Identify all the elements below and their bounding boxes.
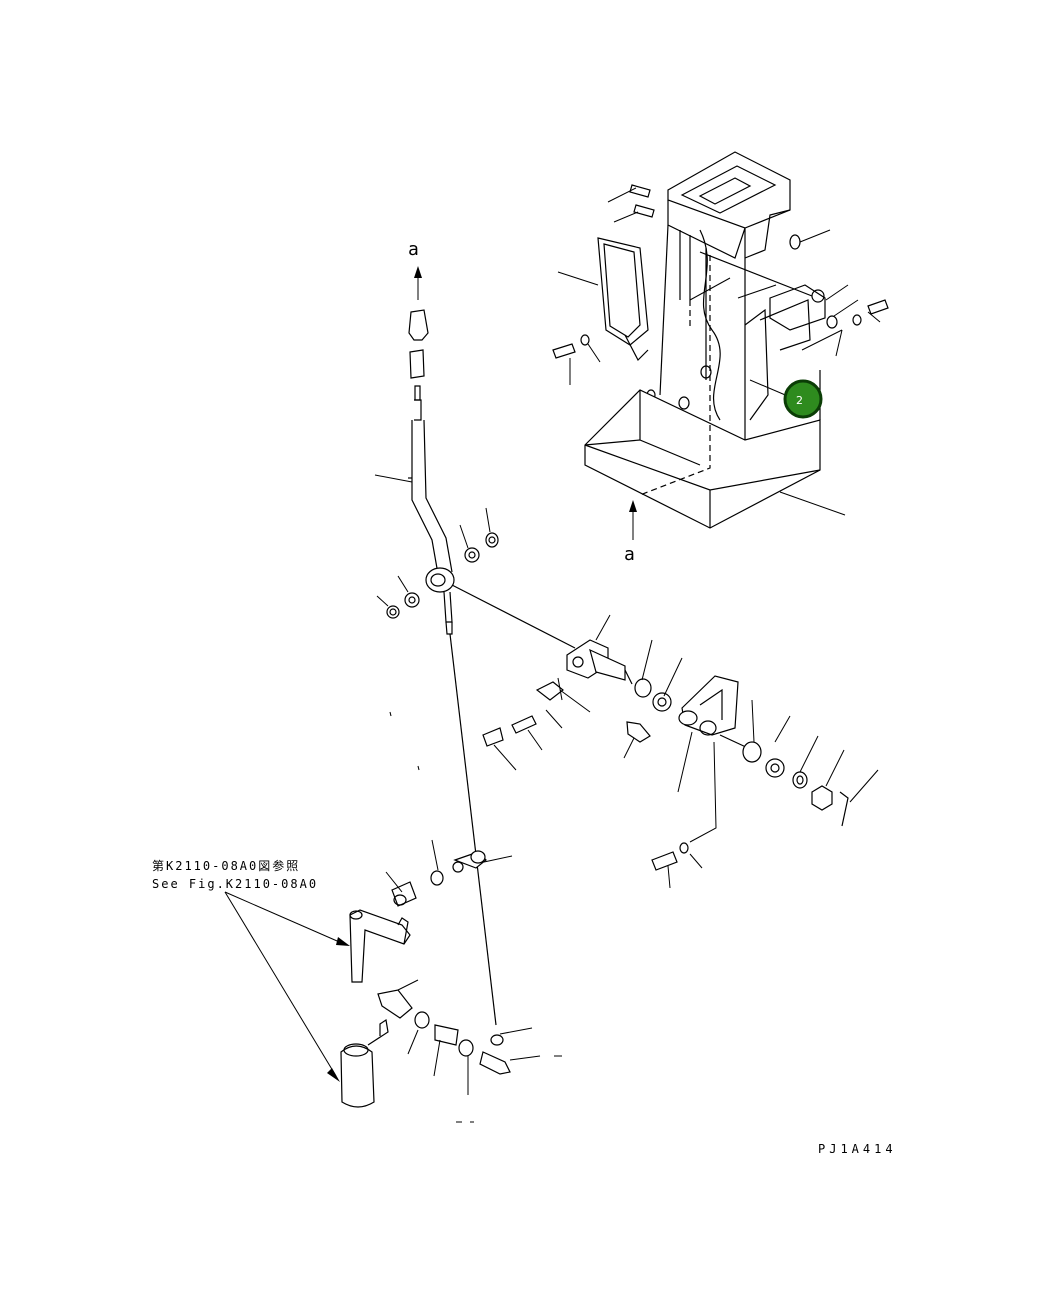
callout-circle[interactable] — [783, 379, 823, 419]
drawing-code: PJ1A414 — [818, 1142, 897, 1156]
shift-lever — [374, 309, 576, 1026]
control-stand — [552, 151, 889, 529]
callout-number[interactable]: 2 — [796, 394, 803, 407]
view-arrow-bottom: a — [624, 500, 637, 565]
view-label-bottom: a — [624, 544, 635, 565]
view-label-top: a — [408, 239, 419, 260]
reference-note: 第K2110-08A0図参照 See Fig.K2110-08A0 — [152, 858, 318, 891]
pivot-bracket — [482, 614, 683, 771]
reference-note-en: See Fig.K2110-08A0 — [152, 877, 318, 891]
referenced-shift-arms — [224, 891, 411, 1108]
lower-linkage — [377, 839, 562, 1123]
callout-2[interactable]: 2 — [783, 379, 823, 419]
support-bracket — [623, 675, 879, 889]
reference-note-jp: 第K2110-08A0図参照 — [152, 858, 300, 873]
view-arrow-top: a — [408, 239, 422, 300]
